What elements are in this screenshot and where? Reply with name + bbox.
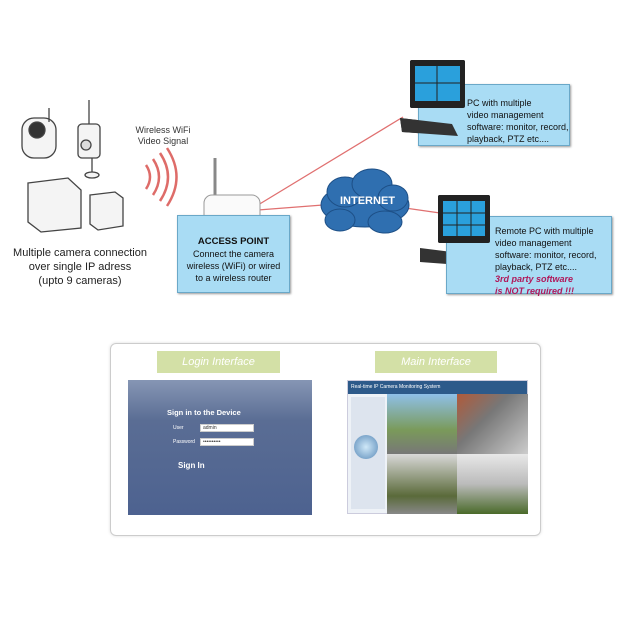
link-ap-to-pc (257, 116, 404, 206)
cameras-icon (21, 100, 124, 233)
pc-line: video management (467, 110, 544, 120)
pc-line: software: monitor, record, (467, 122, 569, 132)
internet-label: INTERNET (340, 195, 395, 207)
login-heading: Sign in to the Device (167, 408, 241, 417)
login-interface-screenshot: Sign in to the Device User admin Passwor… (128, 380, 312, 515)
access-point-line: Connect the camera (192, 249, 275, 259)
access-point-icon (203, 158, 261, 224)
link-internet-to-remote-pc (404, 207, 441, 214)
access-point-line: to a wireless router (195, 273, 272, 283)
main-interface-screenshot: Real-time IP Camera Monitoring System (347, 380, 528, 514)
video-feed (387, 394, 457, 454)
video-feed (387, 454, 457, 514)
ptz-dial-icon (354, 435, 378, 459)
pc-overlay (400, 60, 490, 243)
link-lines (257, 116, 441, 214)
wifi-label-line: Video Signal (137, 136, 189, 146)
password-label: Password (173, 439, 195, 445)
internet-cloud-icon (320, 168, 410, 234)
link-ap-to-internet (257, 204, 324, 211)
warning-line: 3rd party software (495, 274, 574, 284)
video-feed (457, 394, 528, 454)
cameras-caption: Multiple camera connection over single I… (5, 246, 155, 288)
interfaces-panel (110, 343, 541, 536)
sign-in-button: Sign In (178, 461, 205, 470)
access-point-title: ACCESS POINT (197, 236, 270, 247)
caption-line: (upto 9 cameras) (38, 275, 122, 287)
pc-line: PC with multiple (467, 98, 532, 108)
main-interface-tag: Main Interface (375, 351, 497, 373)
password-field: •••••••••• (200, 438, 254, 446)
user-label: User (173, 425, 184, 431)
main-title-bar: Real-time IP Camera Monitoring System (348, 381, 527, 394)
login-interface-tag: Login Interface (157, 351, 280, 373)
video-feed (457, 454, 528, 514)
pc-line: playback, PTZ etc.... (467, 134, 550, 144)
pc-line: video management (495, 238, 572, 248)
wifi-label-line: Wireless WiFi (135, 125, 191, 135)
wifi-signal-label: Wireless WiFi Video Signal (128, 125, 198, 147)
pc-line: Remote PC with multiple (495, 226, 594, 236)
pc-line: software: monitor, record, (495, 250, 597, 260)
user-field: admin (200, 424, 254, 432)
wifi-waves-icon (144, 147, 178, 207)
caption-line: Multiple camera connection (13, 247, 147, 259)
pc-line: playback, PTZ etc.... (495, 262, 578, 272)
access-point-line: wireless (WiFi) or wired (186, 261, 281, 271)
caption-line: over single IP adress (28, 261, 132, 273)
warning-line: is NOT required !!! (495, 286, 575, 296)
access-point-box: ACCESS POINT Connect the camera wireless… (177, 215, 290, 293)
control-sidebar (351, 397, 385, 509)
